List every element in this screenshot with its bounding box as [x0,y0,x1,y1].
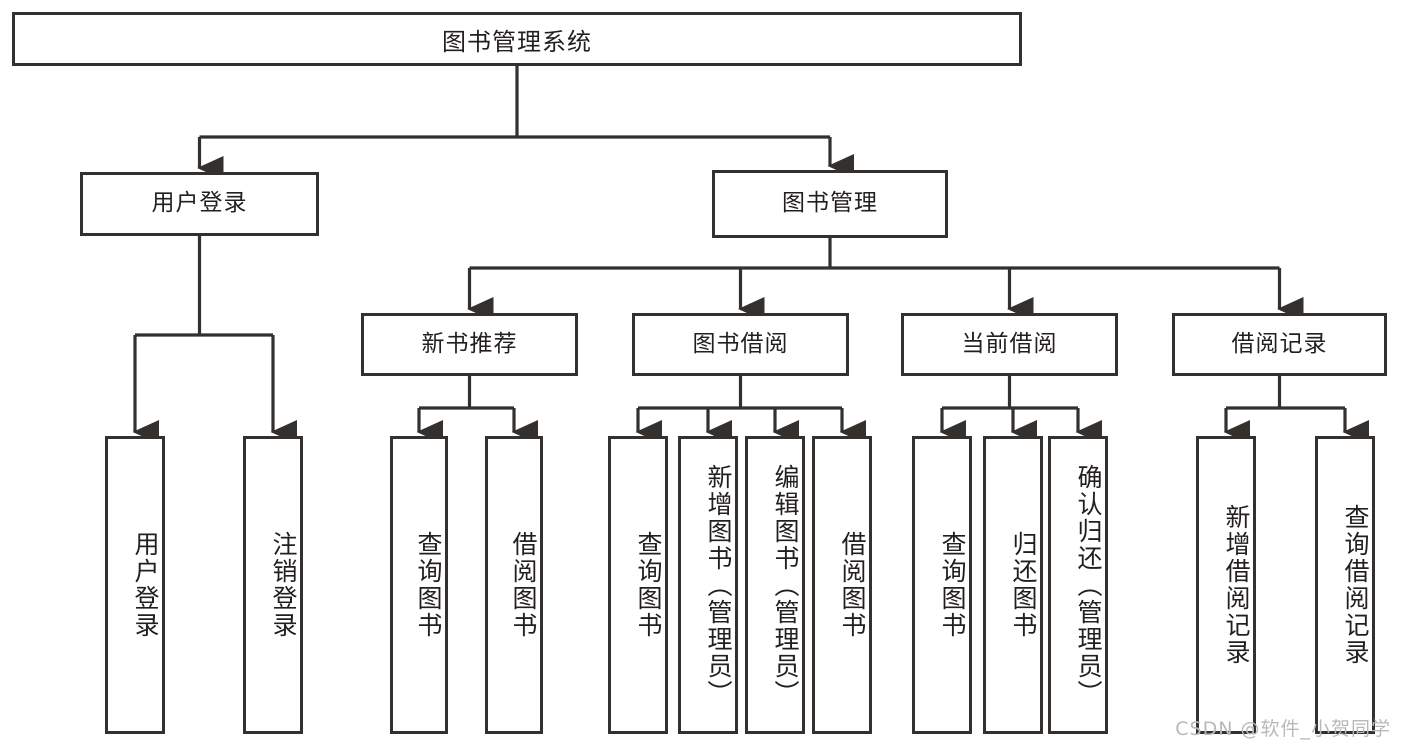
node-leaf-borrow-book-nbr[interactable]: 借阅图书 [485,436,543,734]
node-user-login[interactable]: 用户登录 [80,172,319,236]
node-label: 注销登录 [269,531,298,639]
node-label: 新增图书（管理员） [704,463,733,707]
node-book-borrow[interactable]: 图书借阅 [632,313,849,376]
node-label: 查询图书 [414,531,443,639]
node-leaf-return-book[interactable]: 归还图书 [983,436,1043,734]
node-label: 编辑图书（管理员） [771,463,800,707]
node-leaf-borrow-book-bb[interactable]: 借阅图书 [812,436,872,734]
node-label: 图书管理 [782,190,878,217]
node-label: 查询图书 [634,531,663,639]
node-label: 新书推荐 [421,330,518,357]
node-leaf-confirm-return[interactable]: 确认归还（管理员） [1048,436,1108,734]
node-label: 借阅图书 [838,531,867,639]
node-label: 用户登录 [151,190,248,217]
node-label: 当前借阅 [961,330,1058,357]
node-label: 查询图书 [938,531,967,639]
node-leaf-query-book-nbr[interactable]: 查询图书 [390,436,448,734]
node-leaf-query-book-cb[interactable]: 查询图书 [912,436,972,734]
node-label: 新增借阅记录 [1222,504,1251,666]
node-leaf-add-borrow-record[interactable]: 新增借阅记录 [1196,436,1256,734]
node-leaf-user-login[interactable]: 用户登录 [105,436,165,734]
node-leaf-query-book-bb[interactable]: 查询图书 [608,436,668,734]
node-new-book-recommend[interactable]: 新书推荐 [361,313,578,376]
node-book-management[interactable]: 图书管理 [712,170,948,238]
node-leaf-query-borrow-record[interactable]: 查询借阅记录 [1315,436,1375,734]
node-label: 借阅记录 [1231,330,1328,357]
node-leaf-add-book[interactable]: 新增图书（管理员） [678,436,738,734]
node-label: 用户登录 [131,531,160,639]
node-root[interactable]: 图书管理系统 [12,12,1022,66]
node-borrow-records[interactable]: 借阅记录 [1172,313,1387,376]
node-leaf-edit-book[interactable]: 编辑图书（管理员） [745,436,805,734]
node-current-borrow[interactable]: 当前借阅 [901,313,1118,376]
node-label: 查询借阅记录 [1341,504,1370,666]
node-leaf-logout[interactable]: 注销登录 [243,436,303,734]
node-label: 图书借阅 [692,330,789,357]
node-label: 图书管理系统 [442,27,592,56]
node-label: 借阅图书 [509,531,538,639]
watermark: CSDN @软件_小贺同学 [1175,718,1391,740]
node-label: 确认归还（管理员） [1074,463,1103,707]
node-label: 归还图书 [1009,531,1038,639]
